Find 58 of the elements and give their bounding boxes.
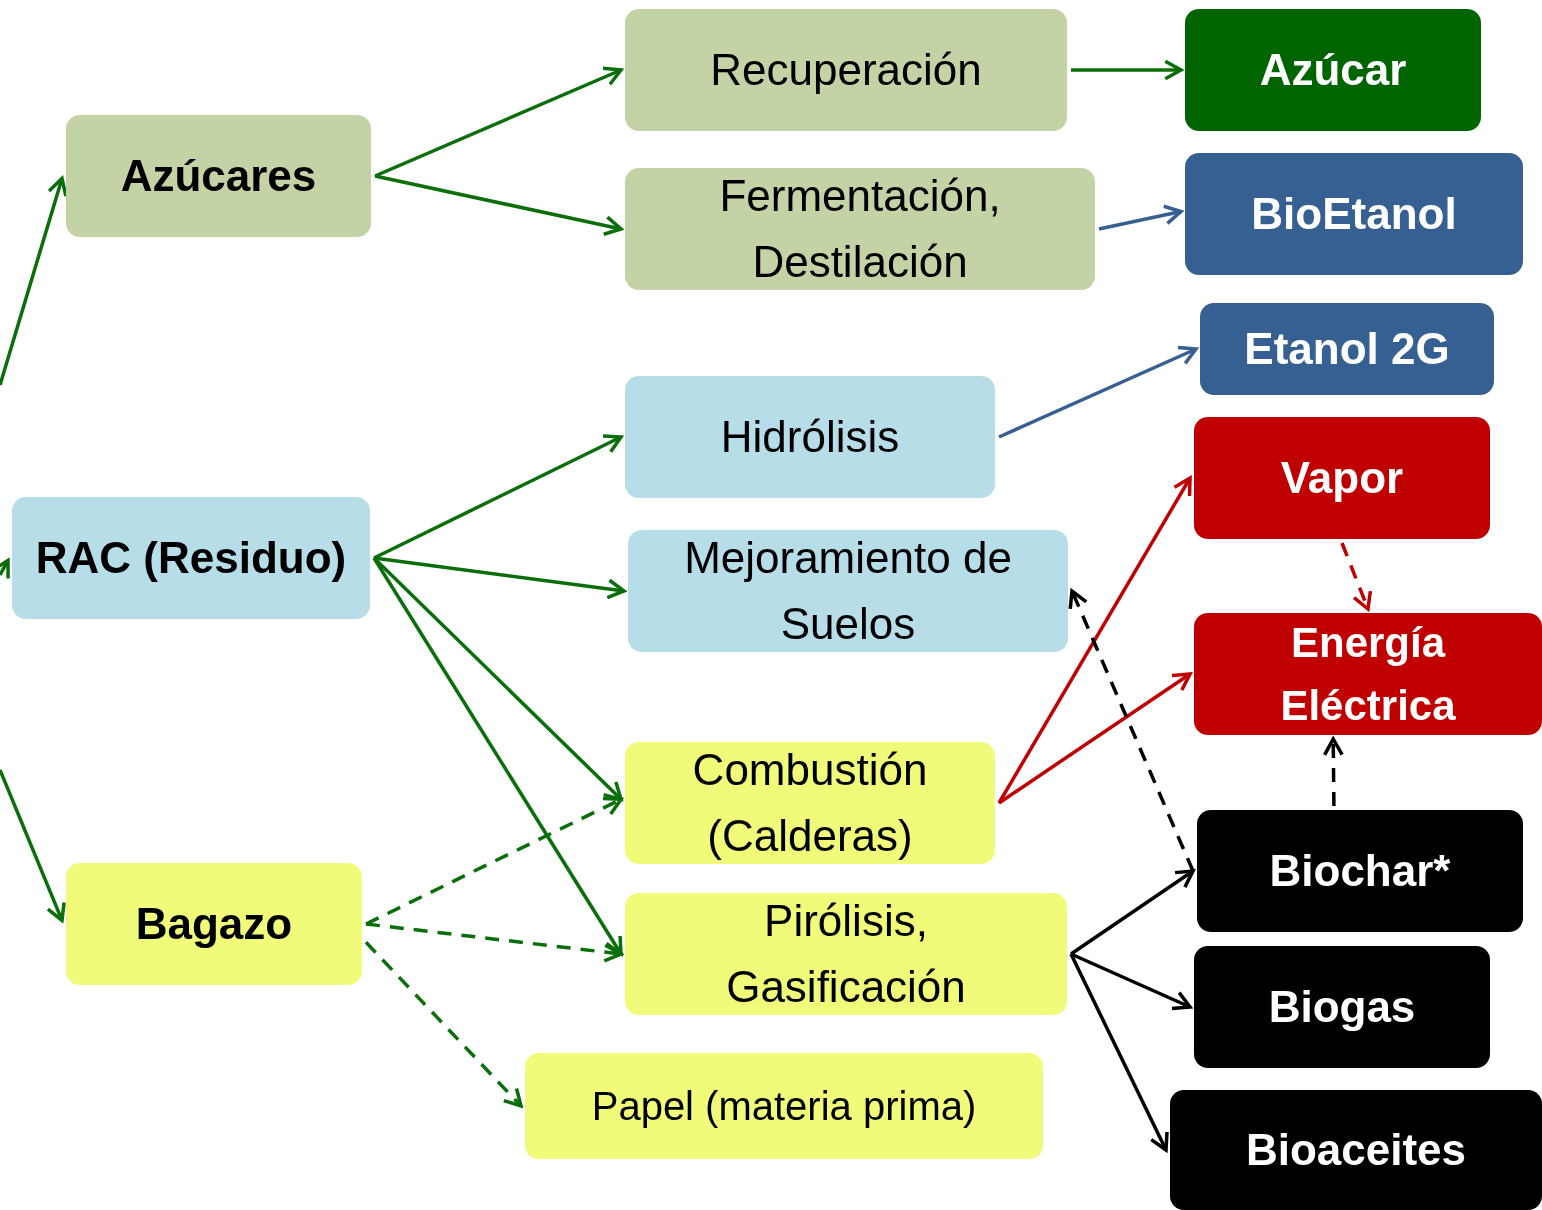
node-label: Biogas <box>1268 981 1416 1033</box>
arrow <box>998 672 1192 805</box>
node-label: Mejoramiento de Suelos <box>683 532 1013 650</box>
node-label: Azúcar <box>1259 44 1407 96</box>
node-label: RAC (Residuo) <box>35 532 347 584</box>
node-label: Bagazo <box>135 898 293 950</box>
node-label: Energía Eléctrica <box>1279 618 1457 731</box>
node-label: Fermentación, Destilación <box>718 170 1002 288</box>
arrow <box>372 557 623 956</box>
process-box <box>625 9 1067 131</box>
arrow <box>1069 953 1169 1152</box>
arrow <box>374 174 623 236</box>
arrow <box>1070 869 1195 956</box>
node-label: Hidrólisis <box>720 411 900 463</box>
arrow <box>1322 737 1344 806</box>
arrow <box>0 769 66 923</box>
product-box <box>1185 9 1481 131</box>
node-label: Recuperación <box>710 44 982 96</box>
arrow <box>1340 542 1373 611</box>
product-box <box>1200 303 1494 395</box>
arrow <box>997 476 1192 804</box>
process-box <box>625 742 995 864</box>
node-label: Biochar* <box>1269 845 1451 897</box>
product-box <box>1194 946 1490 1068</box>
product-box <box>1194 417 1490 539</box>
process-box <box>628 530 1068 652</box>
arrow <box>998 345 1198 439</box>
arrow <box>1071 59 1183 81</box>
node-label: Vapor <box>1280 452 1404 504</box>
arrow <box>365 796 623 926</box>
product-box <box>1194 613 1542 735</box>
node-label: Papel (materia prima) <box>591 1083 977 1130</box>
arrow <box>373 434 623 560</box>
process-box <box>625 893 1067 1015</box>
node-label: Combustión (Calderas) <box>691 744 929 862</box>
node-label: Pirólisis, Gasificación <box>725 895 967 1013</box>
feedstock-box <box>12 497 370 619</box>
product-box <box>1185 153 1523 275</box>
process-box <box>625 376 995 498</box>
node-label: Azúcares <box>120 150 317 202</box>
arrow <box>365 922 623 963</box>
node-label: Bioaceites <box>1245 1124 1467 1176</box>
arrow <box>372 556 623 802</box>
arrow <box>0 558 10 581</box>
product-box <box>1197 810 1523 932</box>
arrow <box>1098 204 1183 231</box>
feedstock-box <box>66 863 362 985</box>
arrow <box>1068 589 1195 872</box>
product-box <box>1170 1090 1542 1210</box>
arrow <box>0 176 68 386</box>
process-box <box>625 168 1095 290</box>
arrow <box>364 941 523 1108</box>
arrow <box>1070 952 1192 1011</box>
feedstock-box <box>66 115 371 237</box>
node-label: BioEtanol <box>1251 188 1457 240</box>
node-label: Etanol 2G <box>1244 323 1450 375</box>
arrow <box>374 66 623 178</box>
process-box <box>525 1053 1043 1159</box>
